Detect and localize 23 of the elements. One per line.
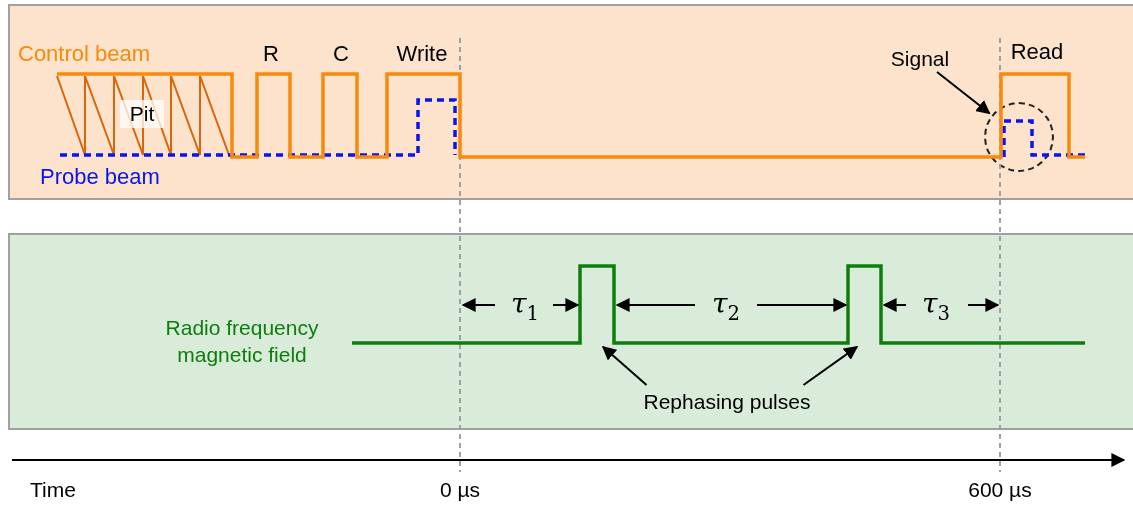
waveform-label: Read bbox=[1009, 38, 1065, 66]
rf-field-waveform bbox=[352, 264, 1085, 345]
axis-label: 600 µs bbox=[967, 477, 1033, 503]
interval-label: τ$_{2}$ bbox=[711, 286, 741, 327]
annotation-text: Pit bbox=[120, 100, 164, 128]
annotation-text: Signal bbox=[878, 44, 962, 74]
panel-background bbox=[8, 233, 1133, 430]
dashed-circle bbox=[984, 102, 1054, 172]
interval-label: τ$_{3}$ bbox=[921, 286, 951, 327]
waveform-label: Write bbox=[395, 40, 449, 68]
annotation-text: Rephasing pulses bbox=[618, 387, 836, 417]
arrow bbox=[802, 345, 859, 386]
waveform-label: Control beam bbox=[18, 40, 152, 68]
waveform-label: C bbox=[332, 40, 350, 68]
axis-label: 0 µs bbox=[438, 477, 482, 503]
waveform-label: Radio frequency magnetic field bbox=[164, 315, 320, 369]
arrow bbox=[601, 345, 648, 386]
axis-label: Time bbox=[30, 477, 77, 503]
waveform-label: Probe beam bbox=[40, 163, 161, 191]
arrow bbox=[936, 71, 991, 115]
waveform-label: R bbox=[262, 40, 280, 68]
panel-background bbox=[8, 4, 1133, 200]
interval-label: τ$_{1}$ bbox=[510, 286, 540, 327]
